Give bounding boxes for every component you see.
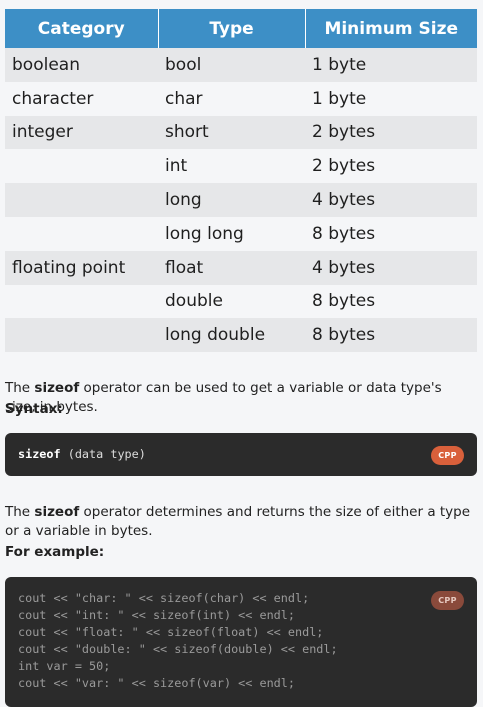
syntax-argument: (data type) (60, 447, 146, 461)
cell-type: long long (158, 216, 305, 251)
cell-minimum-size: 4 bytes (305, 250, 477, 285)
cell-category (5, 149, 158, 184)
cell-category: character (5, 81, 158, 116)
para1-keyword: sizeof (34, 380, 80, 396)
syntax-label: Syntax: (5, 401, 63, 417)
cell-category: floating point (5, 250, 158, 285)
example-code-line: int var = 50; (18, 659, 111, 673)
sizeof-intro-paragraph: The sizeof operator can be used to get a… (5, 379, 475, 417)
cell-minimum-size: 8 bytes (305, 284, 477, 319)
cell-minimum-size: 1 byte (305, 48, 477, 82)
cpp-language-badge-example[interactable]: CPP (431, 591, 464, 610)
cell-type: short (158, 115, 305, 150)
table-header-row: Category Type Minimum Size (5, 9, 477, 48)
cell-type: int (158, 149, 305, 184)
header-type: Type (158, 9, 306, 48)
para2-text-end: operator determines and returns the size… (5, 504, 471, 539)
cell-minimum-size: 2 bytes (305, 115, 477, 150)
syntax-keyword: sizeof (18, 447, 61, 461)
cell-minimum-size: 2 bytes (305, 149, 477, 184)
cell-type: long (158, 183, 305, 217)
example-code-line: cout << "char: " << sizeof(char) << endl… (18, 591, 310, 605)
cpp-language-badge[interactable]: CPP (431, 446, 464, 465)
para2-keyword: sizeof (34, 504, 80, 520)
example-code-line: cout << "float: " << sizeof(float) << en… (18, 625, 324, 639)
cell-category: boolean (5, 48, 158, 82)
cell-category (5, 318, 158, 353)
cell-type: long double (158, 318, 305, 353)
cell-minimum-size: 8 bytes (305, 318, 477, 353)
cell-type: double (158, 284, 305, 319)
cell-category: integer (5, 115, 158, 150)
cell-category (5, 216, 158, 251)
example-code-line: cout << "var: " << sizeof(var) << endl; (18, 676, 295, 690)
para1-text-end: operator can be used to get a variable o… (5, 380, 442, 415)
para1-text-start: The (5, 380, 35, 396)
cell-minimum-size: 8 bytes (305, 216, 477, 251)
cell-type: bool (158, 48, 305, 82)
syntax-code-block: sizeof (data type) CPP (5, 433, 477, 476)
cell-type: float (158, 250, 305, 285)
cell-minimum-size: 4 bytes (305, 183, 477, 217)
header-category: Category (5, 9, 159, 48)
example-code-lines: cout << "char: " << sizeof(char) << endl… (18, 590, 477, 692)
header-minimum-size: Minimum Size (305, 9, 477, 48)
cell-minimum-size: 1 byte (305, 81, 477, 116)
example-code-block: cout << "char: " << sizeof(char) << endl… (5, 577, 477, 707)
cell-type: char (158, 81, 305, 116)
para2-text-start: The (5, 504, 35, 520)
example-label: For example: (5, 544, 105, 560)
example-code-line: cout << "double: " << sizeof(double) << … (18, 642, 338, 656)
example-code-line: cout << "int: " << sizeof(int) << endl; (18, 608, 295, 622)
syntax-code-line: sizeof (data type) (18, 446, 477, 463)
cell-category (5, 284, 158, 319)
sizeof-description-paragraph: The sizeof operator determines and retur… (5, 503, 475, 541)
cell-category (5, 183, 158, 217)
